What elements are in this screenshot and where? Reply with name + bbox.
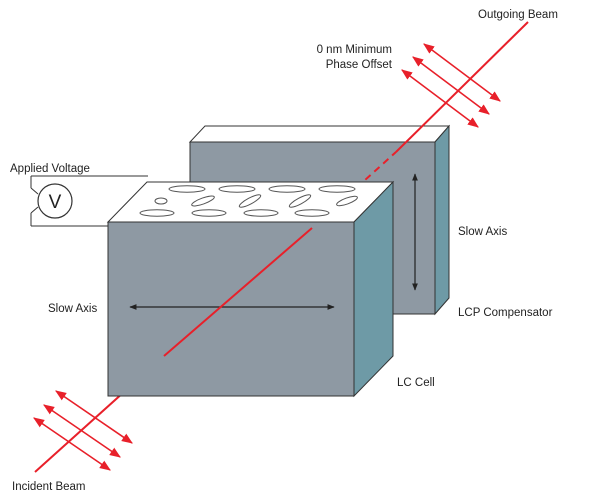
incident-polarization-arrows [33, 390, 133, 471]
applied-voltage-label: Applied Voltage [10, 163, 90, 175]
lcp-compensator-label: LCP Compensator [458, 307, 553, 319]
compensator-slow-axis-label: Slow Axis [458, 226, 507, 238]
liquid-crystal-molecules [139, 185, 358, 217]
cell-slow-axis-label: Slow Axis [48, 303, 97, 315]
outgoing-beam-label: Outgoing Beam [478, 9, 558, 21]
voltage-source-icon [37, 183, 73, 219]
voltage-wiring: V [30, 175, 148, 227]
phase-offset-label-line1: 0 nm Minimum [317, 44, 392, 56]
outgoing-polarization-arrows [401, 43, 501, 128]
lc-cell-label: LC Cell [397, 377, 435, 389]
outgoing-beam-line [395, 21, 529, 153]
phase-offset-label-line2: Phase Offset [326, 59, 393, 71]
beam-through-cell [163, 227, 313, 357]
voltage-symbol: V [49, 192, 62, 213]
incident-beam-label: Incident Beam [12, 481, 86, 493]
lc-cell-block [106, 180, 395, 398]
